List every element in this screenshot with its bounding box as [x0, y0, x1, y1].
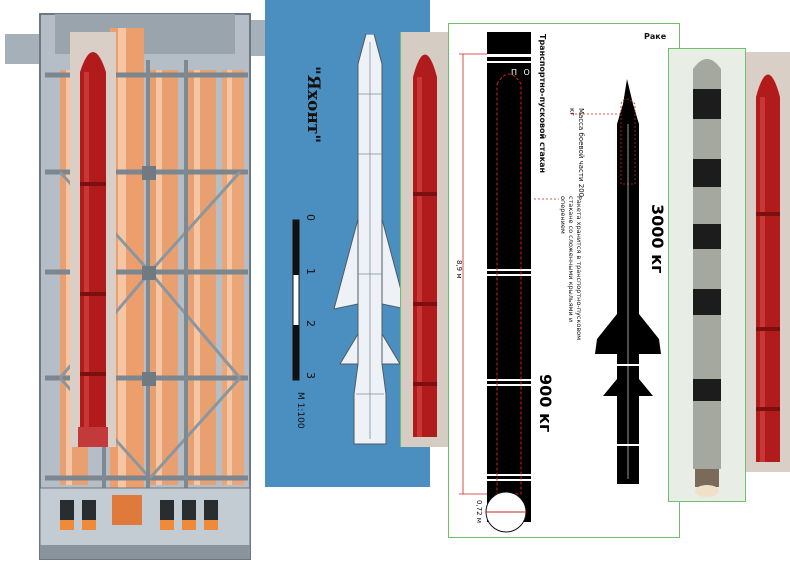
canister-drawing: [459, 32, 661, 533]
scale-bar: [292, 219, 300, 381]
scale-note: М 1:100: [295, 392, 305, 429]
scale-tick-3: 3: [304, 372, 317, 379]
launcher-illustration: [0, 0, 270, 575]
diameter-label: 0,72 м: [475, 500, 483, 524]
base-engine: [112, 495, 142, 525]
scale-tick-0: 0: [304, 214, 317, 221]
launcher-left-arm: [5, 34, 45, 64]
panel-title: "Яхонт": [303, 66, 323, 144]
launcher-drawing: [5, 13, 270, 560]
warhead-note: Масса боевой части 200 кг: [568, 108, 585, 198]
corner-text: Раке: [644, 32, 667, 41]
length-label: 8,9 м: [455, 260, 463, 279]
missile-mass: 3000 кг: [648, 204, 667, 274]
missile-photo-1: [70, 32, 116, 447]
missile-photo-4: [745, 52, 790, 472]
launch-tube-4: [188, 70, 216, 485]
scale-tick-2: 2: [304, 320, 317, 327]
canister-mass: 900 кг: [536, 374, 555, 433]
missile-photo-2: [400, 32, 449, 447]
storage-note: Ракета хранится в транспортно-пусковом с…: [559, 196, 583, 341]
canister-mark: П О: [511, 68, 532, 77]
spec-panel: Раке Транспортно-пусковой стакан П О Мас…: [448, 23, 680, 538]
scale-tick-1: 1: [304, 268, 317, 275]
launch-tube-5: [222, 70, 244, 485]
missile-photo-3: [668, 48, 746, 502]
